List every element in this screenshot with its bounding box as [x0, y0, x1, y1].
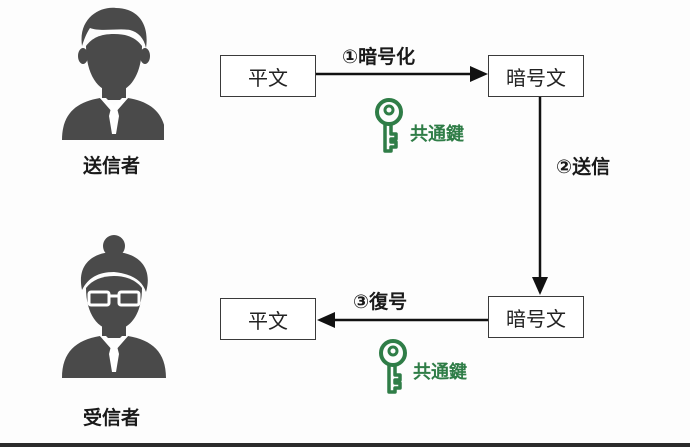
key-icon	[375, 98, 403, 153]
receiver-label: 受信者	[83, 407, 141, 429]
receiver-person-icon	[62, 235, 166, 378]
send-arrowhead	[532, 277, 548, 295]
plaintext-box-top: 平文	[220, 55, 316, 97]
plaintext-box-bottom: 平文	[220, 298, 316, 340]
shared-key-label-top: 共通鍵	[410, 124, 464, 145]
send-step-label: ②送信	[556, 156, 611, 178]
encrypt-step-label: ①暗号化	[342, 46, 416, 68]
encrypt-arrowhead	[470, 66, 488, 82]
ciphertext-box-top: 暗号文	[488, 55, 584, 97]
ciphertext-box-bottom: 暗号文	[488, 296, 584, 338]
key-icon	[379, 339, 407, 394]
shared-key-label-bottom: 共通鍵	[413, 362, 467, 383]
sender-label: 送信者	[83, 155, 141, 177]
sender-person-icon	[62, 7, 164, 140]
decrypt-step-label: ③復号	[353, 291, 408, 313]
decrypt-arrowhead	[317, 312, 335, 328]
bottom-divider	[0, 443, 690, 447]
